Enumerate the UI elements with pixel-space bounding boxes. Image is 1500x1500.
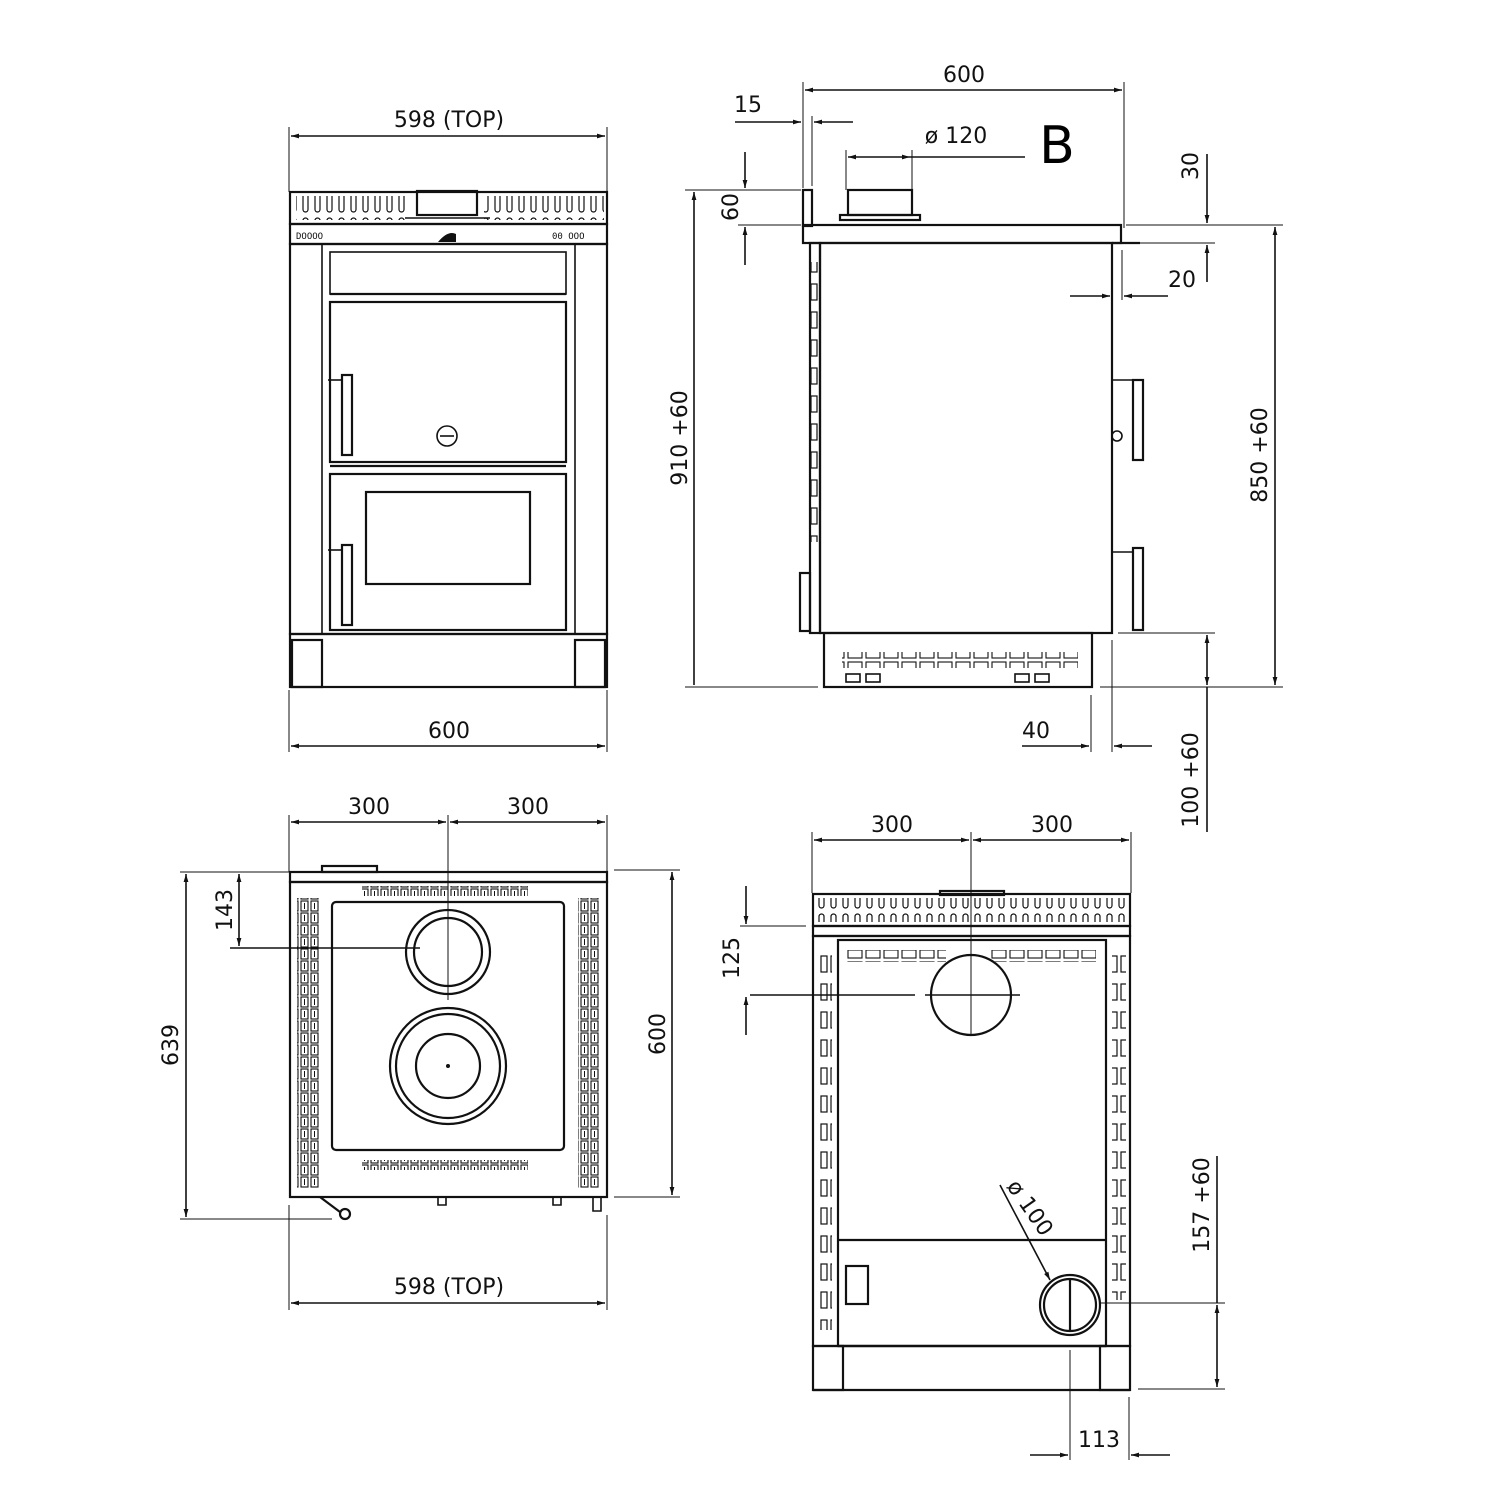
top-width-bottom: 598 (TOP) (394, 1275, 504, 1300)
side-plinth-height: 100 +60 (1179, 732, 1204, 827)
back-air-inlet-side-offset: 113 (1078, 1428, 1120, 1453)
side-view: B 600 15 ø 120 60 910 +60 (668, 63, 1283, 832)
top-depth-total: 639 (159, 1024, 184, 1066)
side-plinth-depth: 40 (1022, 719, 1050, 744)
back-right-half: 300 (1031, 813, 1073, 838)
view-label: B (1039, 116, 1075, 176)
side-flue-height: 60 (719, 193, 744, 221)
front-top-width: 598 (TOP) (394, 108, 504, 133)
svg-text:DOOOO: DOOOO (296, 232, 323, 242)
back-view: 300 300 ø 100 125 (720, 813, 1225, 1460)
side-flue-diameter: ø 120 (925, 124, 987, 149)
top-view: 300 300 143 639 (159, 795, 680, 1310)
back-flue-offset: 125 (720, 937, 745, 979)
side-top-overhang-height: 30 (1179, 152, 1204, 180)
side-body-height: 850 +60 (1248, 407, 1273, 502)
front-view: 598 (TOP) DOOOO 00 OOO (288, 108, 609, 752)
side-total-height: 910 +60 (668, 390, 693, 485)
svg-text:00 OOO: 00 OOO (552, 232, 585, 242)
top-right-half: 300 (507, 795, 549, 820)
top-depth-body: 600 (646, 1013, 671, 1055)
back-air-inlet-height: 157 +60 (1190, 1157, 1215, 1252)
top-left-half: 300 (348, 795, 390, 820)
top-flue-offset: 143 (213, 889, 238, 931)
front-bottom-width: 600 (428, 719, 470, 744)
side-top-overhang-depth: 20 (1168, 268, 1196, 293)
back-left-half: 300 (871, 813, 913, 838)
side-back-offset: 15 (734, 93, 762, 118)
side-total-width: 600 (943, 63, 985, 88)
back-air-inlet-diameter: ø 100 (1001, 1176, 1057, 1241)
